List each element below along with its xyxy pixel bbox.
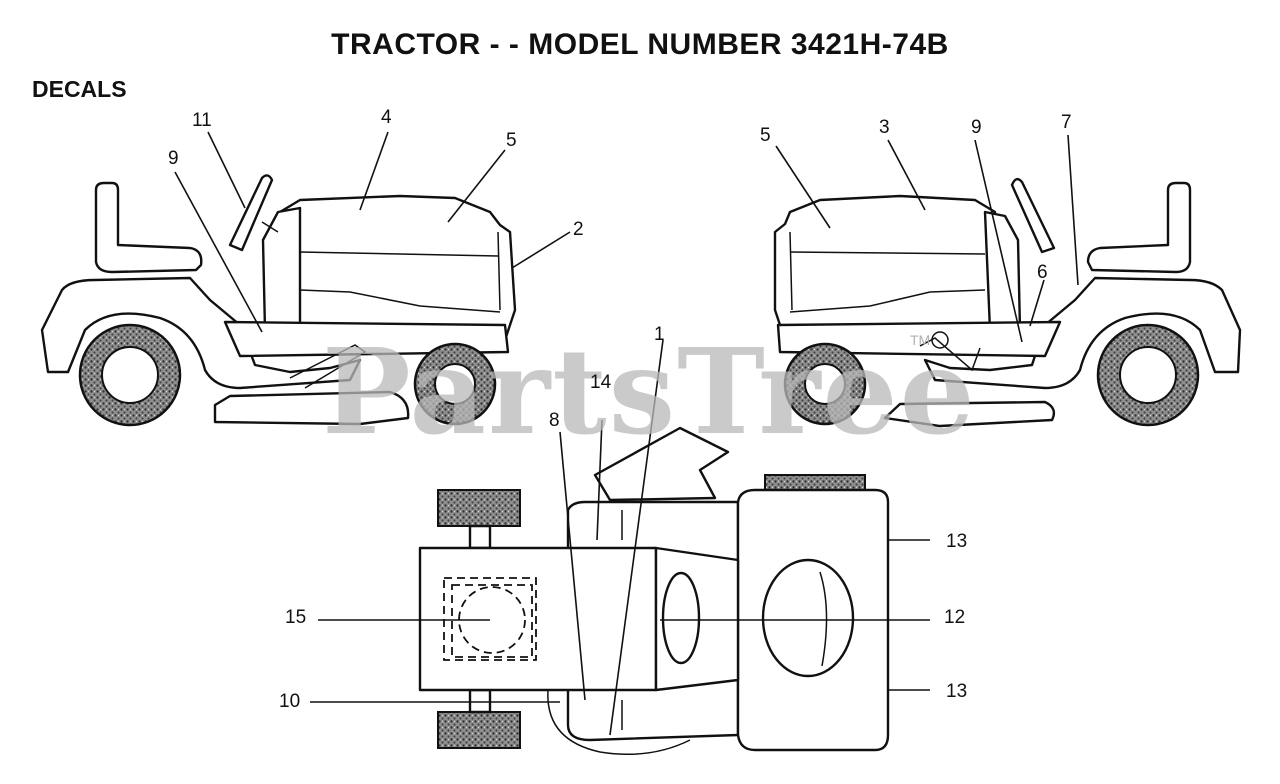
- callout-6: 6: [1037, 262, 1048, 283]
- callout-9-right: 9: [971, 117, 982, 138]
- top-view: [310, 339, 930, 756]
- dash-left: [261, 206, 302, 332]
- rear-fender: [40, 276, 362, 390]
- front-tire-top-left: [437, 489, 521, 527]
- frame-right: [776, 320, 1062, 358]
- callout-11: 11: [192, 110, 212, 131]
- steering-wheel-right: [1010, 177, 1056, 254]
- callout-14: 14: [590, 372, 612, 393]
- callout-12: 12: [944, 607, 966, 628]
- discharge-chute: [593, 426, 730, 502]
- callout-5: 5: [506, 130, 517, 151]
- hood-left: [278, 194, 517, 342]
- section-label: DECALS: [32, 76, 127, 102]
- callout-13-bottom: 13: [946, 681, 968, 702]
- callout-7: 7: [1061, 112, 1072, 133]
- deck-right: [883, 400, 1056, 428]
- rear-fender-right: [923, 276, 1242, 390]
- watermark-trademark: TM: [910, 332, 931, 348]
- steering-wheel-left: [228, 174, 274, 252]
- callout-9: 9: [168, 148, 179, 169]
- right-side-view: [773, 134, 1242, 428]
- steering-wheel-top: [661, 571, 701, 665]
- callout-2: 2: [573, 219, 584, 240]
- seat-top: [761, 558, 855, 678]
- seat: [94, 181, 203, 274]
- callout-13-top: 13: [946, 531, 968, 552]
- callout-8: 8: [549, 410, 560, 431]
- dash-right: [983, 210, 1022, 332]
- deck-left: [213, 390, 410, 426]
- callout-4: 4: [381, 107, 392, 128]
- left-side-view: [40, 131, 571, 427]
- hood-top: [418, 546, 658, 692]
- callout-1: 1: [654, 324, 665, 345]
- hood-right: [773, 194, 997, 342]
- front-tire-bottom-left: [437, 711, 521, 749]
- seat-right: [1086, 181, 1192, 274]
- callout-10: 10: [279, 691, 301, 712]
- callout-3: 3: [879, 117, 890, 138]
- callout-15: 15: [285, 607, 307, 628]
- diagram-title: TRACTOR - - MODEL NUMBER 3421H-74B: [331, 28, 949, 61]
- callout-5-right: 5: [760, 125, 771, 146]
